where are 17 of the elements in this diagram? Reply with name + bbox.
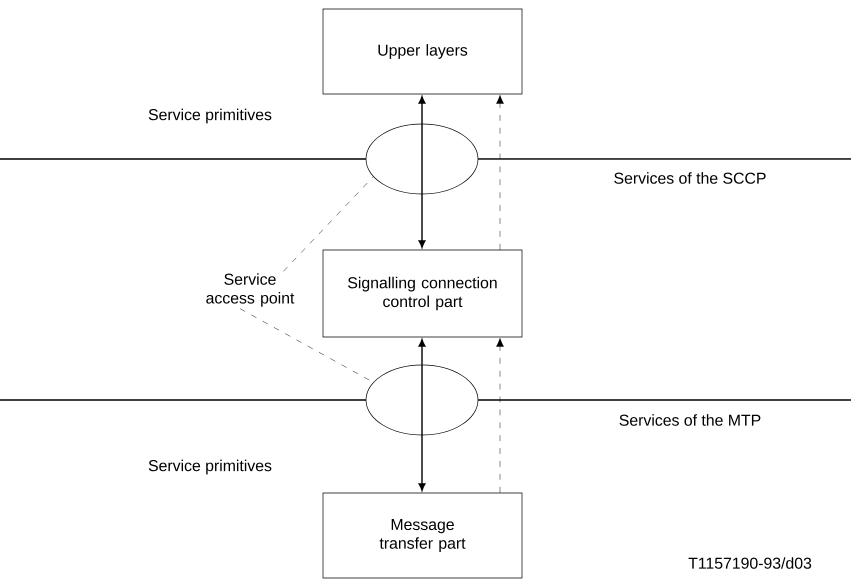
arrow [418,194,426,248]
text-label: Services of the MTP [620,414,760,426]
process-box: Message transfer part [322,492,522,578]
arrow [496,338,504,493]
service-access-point-ellipse [366,124,478,194]
text-label: Service primitives [148,460,272,474]
callout-text: Service access point [206,273,294,307]
text-label: Services of the SCCP [614,172,766,184]
caption-label: T1157190-93/d03 [688,557,812,569]
process-box: Signalling connection control part [322,250,522,338]
arrow [418,435,426,491]
service-access-point-ellipse [366,364,478,436]
arrow [496,94,504,250]
text-label: Service primitives [148,108,272,124]
process-box: Upper layers [322,8,522,94]
arrow [418,96,426,124]
arrow [418,339,426,365]
